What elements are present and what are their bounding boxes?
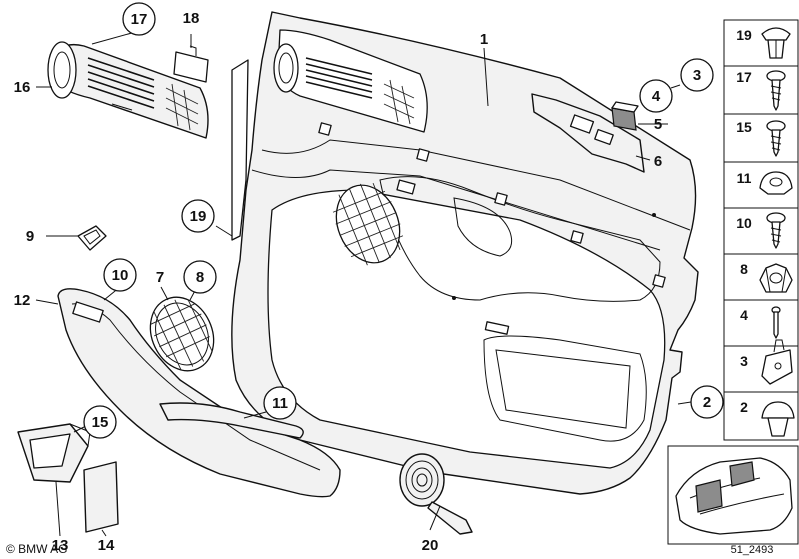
callout-17: 17 <box>122 2 156 36</box>
svg-text:19: 19 <box>190 208 207 225</box>
svg-text:20: 20 <box>422 537 439 554</box>
brand-copyright: © BMW AG <box>6 542 68 556</box>
fastener-row-19: 19 <box>736 27 791 59</box>
fastener-panel: 19 17 15 11 <box>723 19 799 441</box>
fastener-row-4: 4 <box>740 306 781 339</box>
svg-text:3: 3 <box>740 353 748 369</box>
fastener-row-8: 8 <box>740 261 793 293</box>
handle-bezel <box>77 225 107 251</box>
callout-16: 16 <box>14 79 31 96</box>
svg-text:9: 9 <box>26 228 34 245</box>
callouts: 17 18 16 1 3 4 5 6 19 9 <box>14 2 724 554</box>
bracket-clip-icon <box>761 339 793 385</box>
svg-text:10: 10 <box>736 215 752 231</box>
svg-text:7: 7 <box>156 269 164 286</box>
svg-text:19: 19 <box>736 27 752 43</box>
svg-text:14: 14 <box>98 537 115 554</box>
callout-20: 20 <box>422 537 439 554</box>
fastener-row-15: 15 <box>736 119 786 157</box>
callout-2: 2 <box>690 385 724 419</box>
callout-4: 4 <box>639 79 673 113</box>
screw-icon <box>766 212 786 249</box>
callout-15: 15 <box>83 405 117 439</box>
svg-text:18: 18 <box>183 10 200 27</box>
clip-part <box>611 101 639 131</box>
svg-text:2: 2 <box>740 399 748 415</box>
callout-10: 10 <box>103 258 137 292</box>
svg-text:15: 15 <box>736 119 752 135</box>
svg-text:17: 17 <box>131 11 148 28</box>
callout-19: 19 <box>181 199 215 233</box>
storage-tray <box>17 423 91 483</box>
fastener-row-10: 10 <box>736 212 786 249</box>
expanding-rivet-icon <box>761 27 791 59</box>
svg-text:2: 2 <box>703 394 711 411</box>
tape-roll <box>399 453 473 535</box>
car-thumbnail <box>667 445 799 545</box>
svg-text:8: 8 <box>740 261 748 277</box>
push-clip-icon <box>761 401 795 437</box>
speaker-grille <box>149 296 215 372</box>
svg-text:10: 10 <box>112 267 129 284</box>
callout-6: 6 <box>654 153 662 170</box>
svg-text:13: 13 <box>52 537 69 554</box>
svg-text:8: 8 <box>196 269 204 286</box>
callout-7: 7 <box>156 269 164 286</box>
callout-9: 9 <box>26 228 34 245</box>
expanding-nut-icon <box>759 263 793 293</box>
cover-cap <box>173 45 209 83</box>
clip-nut-icon <box>759 171 793 195</box>
callout-18: 18 <box>183 10 200 27</box>
svg-text:11: 11 <box>272 395 288 412</box>
fastener-row-17: 17 <box>736 69 786 111</box>
pin-icon <box>771 306 781 339</box>
callout-3: 3 <box>680 58 714 92</box>
callout-1: 1 <box>480 31 488 48</box>
svg-text:15: 15 <box>92 414 109 431</box>
callout-11: 11 <box>263 386 297 420</box>
svg-text:3: 3 <box>693 67 701 84</box>
svg-text:16: 16 <box>14 79 31 96</box>
callout-14: 14 <box>98 537 115 554</box>
svg-text:12: 12 <box>14 292 31 309</box>
callout-13: 13 <box>52 537 69 554</box>
svg-text:4: 4 <box>740 307 748 323</box>
callout-5: 5 <box>654 116 662 133</box>
bracket <box>531 93 645 173</box>
foam-pad <box>83 461 119 533</box>
seal-strip <box>231 59 249 241</box>
fastener-row-11: 11 <box>737 170 793 195</box>
screw-icon <box>766 120 786 157</box>
callout-12: 12 <box>14 292 31 309</box>
svg-text:4: 4 <box>652 88 661 105</box>
svg-text:11: 11 <box>737 170 752 186</box>
callout-8: 8 <box>183 260 217 294</box>
door-trim-panel <box>231 11 699 495</box>
svg-text:5: 5 <box>654 116 662 133</box>
screw-icon <box>766 70 786 111</box>
reference-number: 51_2493 <box>731 544 774 556</box>
svg-text:1: 1 <box>480 31 488 48</box>
vent-grille-assembly <box>47 41 209 139</box>
svg-text:17: 17 <box>736 69 752 85</box>
fastener-row-3: 3 <box>740 339 793 385</box>
armrest-handle <box>57 288 341 498</box>
svg-text:6: 6 <box>654 153 662 170</box>
grab-handle <box>159 402 304 439</box>
fastener-row-2: 2 <box>740 399 795 437</box>
